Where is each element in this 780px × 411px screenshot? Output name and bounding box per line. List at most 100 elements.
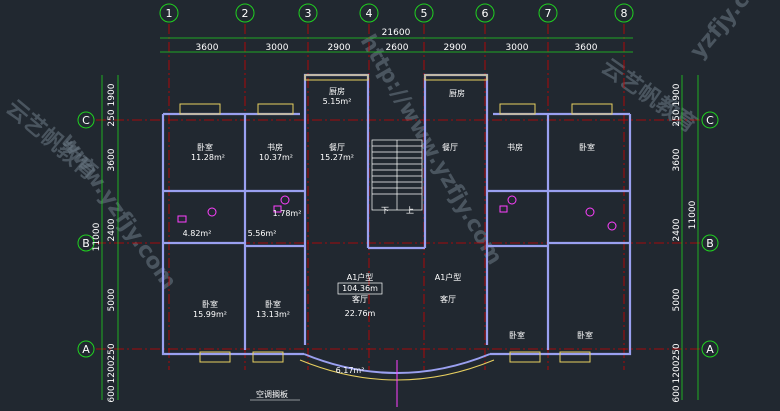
dining-left-label: 餐厅 xyxy=(329,143,345,152)
axis-bubble xyxy=(475,3,495,23)
top-dim: 3000 xyxy=(266,43,289,53)
axis-label-top: 1 xyxy=(166,7,173,20)
axis-bubble xyxy=(701,111,719,129)
kitchen-right-label: 厨房 xyxy=(449,88,465,98)
watermark-logo-1: 云艺帆教育 xyxy=(1,95,102,186)
right-dim: 3600 xyxy=(672,148,682,171)
watermark-logo-2: 云艺帆教育 xyxy=(597,54,702,138)
right-dim: 250 xyxy=(672,343,682,360)
right-dim: 2400 xyxy=(672,218,682,241)
living-right-label: 客厅 xyxy=(440,294,456,304)
kitchen-left-area: 5.15m² xyxy=(323,97,352,106)
top-dim: 2600 xyxy=(386,43,409,53)
axis-label-top: 4 xyxy=(366,7,373,20)
bedroom-rm-label: 卧室 xyxy=(509,330,525,340)
total-depth-dim: 11000 xyxy=(92,222,102,251)
room-labels: 厨房 5.15m² 厨房 卧室 11.28m² 书房 10.37m² 餐厅 15… xyxy=(183,86,595,401)
unit-type-left: A1户型 xyxy=(347,272,374,282)
unit-area-box xyxy=(337,282,383,295)
axis-label-top: 5 xyxy=(421,7,428,20)
hall-area: 5.56m² xyxy=(248,229,277,238)
bedroom-ur-label: 卧室 xyxy=(579,142,595,152)
left-dim: 250 xyxy=(107,109,117,126)
watermark-url-2: http://www.yzfjy.com xyxy=(355,31,507,270)
top-dimensions: 3600 3000 2900 2600 2900 3000 3600 xyxy=(196,43,598,53)
axis-label-top: 2 xyxy=(242,7,249,20)
total-width-dim: 21600 xyxy=(382,28,411,38)
right-dim: 1200 xyxy=(672,360,682,383)
bedroom-ul-label: 卧室 xyxy=(197,142,213,152)
axis-label-left: A xyxy=(82,343,90,356)
axis-label-top: 6 xyxy=(482,7,489,20)
top-dim: 2900 xyxy=(328,43,351,53)
left-dim: 3600 xyxy=(107,148,117,171)
bedroom-ul-area: 11.28m² xyxy=(191,153,225,162)
stair-up-label: 上 xyxy=(406,206,414,215)
right-dim: 5000 xyxy=(672,288,682,311)
axis-bubble xyxy=(701,234,719,252)
axis-bubble xyxy=(298,3,318,23)
axis-bubble xyxy=(414,3,434,23)
kitchen-left-label: 厨房 xyxy=(329,86,345,96)
staircase xyxy=(371,139,423,211)
axis-label-top: 8 xyxy=(621,7,628,20)
right-dim: 600 xyxy=(672,385,682,402)
left-dimensions: 11000 1900 250 3600 2400 5000 250 1200 6… xyxy=(92,83,117,402)
balcony-area: 6.17m² xyxy=(336,366,365,375)
study-left-area: 10.37m² xyxy=(259,153,293,162)
left-dim: 250 xyxy=(107,343,117,360)
left-dim: 2400 xyxy=(107,218,117,241)
top-dim: 3000 xyxy=(506,43,529,53)
stair-down-label: 下 xyxy=(381,206,389,215)
unit-area-left: 104.36m xyxy=(342,284,378,293)
dining-right-label: 餐厅 xyxy=(442,143,458,152)
axis-bubble xyxy=(701,340,719,358)
right-dim: 1900 xyxy=(672,83,682,106)
axis-label-top: 3 xyxy=(305,7,312,20)
living-left-label: 客厅 xyxy=(352,294,368,304)
right-dim: 250 xyxy=(672,109,682,126)
study-left-label: 书房 xyxy=(267,142,283,152)
dimension-lines xyxy=(101,37,699,400)
unit-type-right: A1户型 xyxy=(435,272,462,282)
axis-bubble xyxy=(77,340,95,358)
axis-bubble xyxy=(359,3,379,23)
total-depth-dim-right: 11000 xyxy=(688,200,698,229)
left-dim: 1900 xyxy=(107,83,117,106)
bedroom-lm-label: 卧室 xyxy=(265,299,281,309)
bath-fixtures xyxy=(177,195,617,231)
axis-label-left: C xyxy=(82,114,90,127)
right-dimensions: 11000 1900 250 3600 2400 5000 250 1200 6… xyxy=(672,83,698,402)
bedroom-rr-label: 卧室 xyxy=(577,330,593,340)
axis-bubble xyxy=(77,111,95,129)
axis-bubble xyxy=(614,3,634,23)
bath-left-area: 4.82m² xyxy=(183,229,212,238)
study-right-label: 书房 xyxy=(507,142,523,152)
bedroom-lm-area: 13.13m² xyxy=(256,310,290,319)
top-axis-bubbles: 1 2 3 4 5 6 7 8 xyxy=(159,3,634,23)
top-dim: 3600 xyxy=(575,43,598,53)
axis-label-top: 7 xyxy=(545,7,552,20)
watermark-url-3: yzfjy.com xyxy=(685,0,779,64)
axis-label-right: C xyxy=(706,114,714,127)
living-left-area: 22.76m xyxy=(345,309,376,318)
bath-left2-area: 1.78m² xyxy=(273,209,302,218)
axis-label-right: B xyxy=(706,237,714,250)
top-dim: 3600 xyxy=(196,43,219,53)
bedroom-ll-area: 15.99m² xyxy=(193,310,227,319)
dining-left-area: 15.27m² xyxy=(320,153,354,162)
axis-label-left: B xyxy=(82,237,90,250)
axis-bubble xyxy=(538,3,558,23)
top-dim: 2900 xyxy=(444,43,467,53)
left-dim: 600 xyxy=(107,385,117,402)
axis-bubble xyxy=(235,3,255,23)
axis-bubble xyxy=(159,3,179,23)
windows xyxy=(179,74,613,363)
axis-bubble xyxy=(77,234,95,252)
axis-label-right: A xyxy=(706,343,714,356)
left-dim: 5000 xyxy=(107,288,117,311)
walls xyxy=(161,73,632,356)
side-axis-bubbles: C B A C B A xyxy=(77,111,719,358)
